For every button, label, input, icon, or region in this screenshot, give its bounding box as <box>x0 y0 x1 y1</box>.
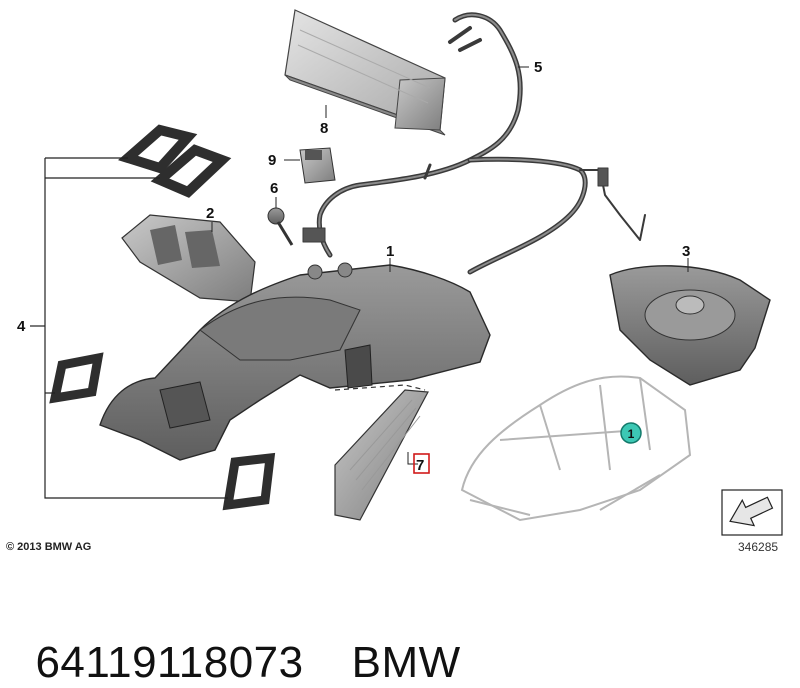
seal-set-part-4 <box>49 124 276 511</box>
filter-housing-part-2 <box>121 214 256 303</box>
leader-lines <box>211 66 689 465</box>
callout-6: 6 <box>270 180 278 197</box>
location-marker-icon <box>620 422 642 444</box>
callout-2: 2 <box>206 205 214 222</box>
vehicle-body-locator <box>460 375 692 522</box>
heat-exchanger-part-7 <box>334 384 429 521</box>
location-marker-label: 1 <box>628 427 635 441</box>
callout-7: 7 <box>416 457 424 474</box>
callout-4: 4 <box>17 318 26 335</box>
footer-caption: 64119118073 BMW <box>10 588 461 688</box>
highlight-box <box>413 453 430 474</box>
exploded-parts-diagram: 1 5 8 9 6 2 1 3 4 7 <box>17 9 783 536</box>
blower-part-3 <box>609 265 771 386</box>
callout-3: 3 <box>682 243 690 260</box>
diagram-reference-number: 346285 <box>738 540 779 554</box>
wiring-harness-part-5 <box>302 12 646 275</box>
copyright-notice: © 2013 BMW AG <box>6 541 92 553</box>
callout-8: 8 <box>320 120 328 137</box>
part-number: 64119118073 <box>35 638 304 687</box>
callout-1: 1 <box>386 243 394 260</box>
switch-part-9 <box>299 147 336 184</box>
brand-name: BMW <box>351 638 461 687</box>
callout-5: 5 <box>534 59 542 76</box>
orientation-arrow-icon <box>721 489 783 536</box>
parts-diagram-page: 1 5 8 9 6 2 1 3 4 7 © 2013 BMW AG 346285… <box>6 9 783 687</box>
callout-9: 9 <box>268 152 276 169</box>
control-module-part-8 <box>284 9 446 136</box>
air-duct-housing-part-1 <box>99 262 491 461</box>
sensor-part-6 <box>267 207 294 246</box>
